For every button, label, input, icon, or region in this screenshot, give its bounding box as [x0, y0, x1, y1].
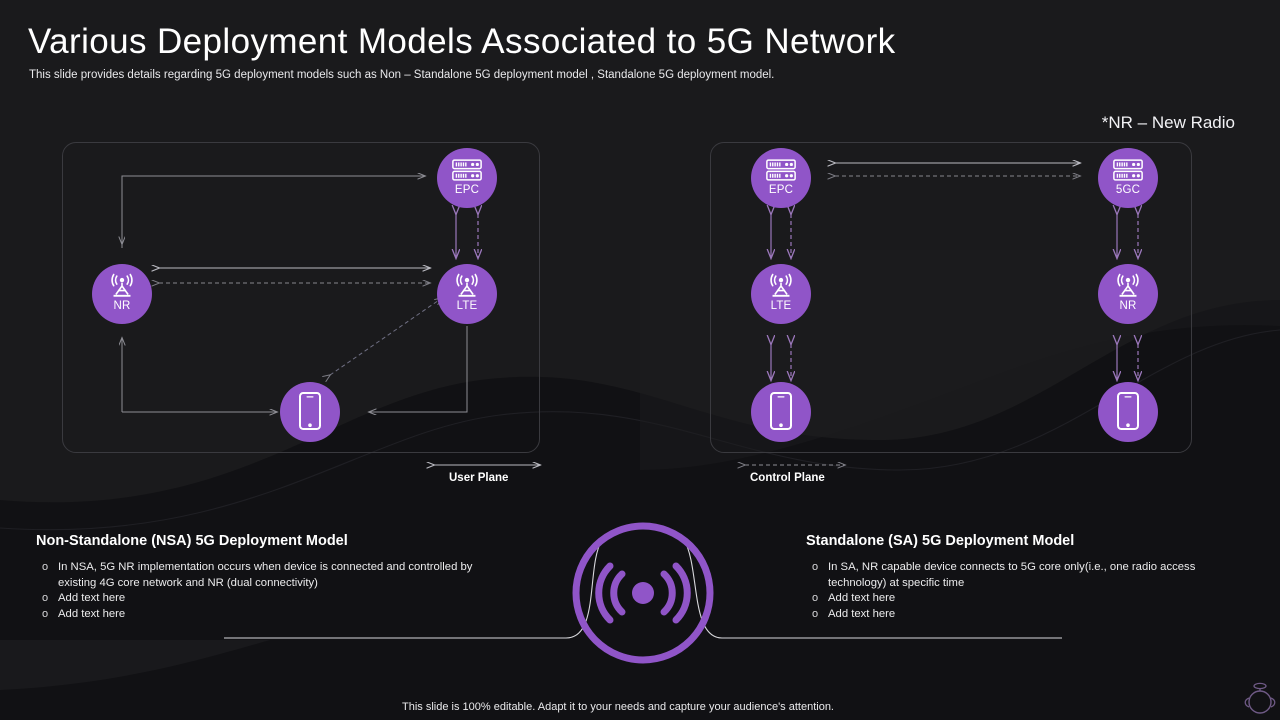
node-nr-left[interactable]: NR — [92, 264, 152, 324]
node-device-right-right[interactable] — [1098, 382, 1158, 442]
list-item: Add text here — [806, 591, 1221, 607]
node-label: NR — [113, 300, 131, 312]
footer-note: This slide is 100% editable. Adapt it to… — [402, 701, 834, 713]
node-device-right-left[interactable] — [751, 382, 811, 442]
nr-legend-note: *NR – New Radio — [1101, 113, 1235, 132]
server-icon — [452, 159, 482, 181]
server-icon — [1113, 159, 1143, 181]
user-plane-label: User Plane — [449, 472, 509, 484]
sa-diagram-panel — [710, 142, 1192, 453]
node-label: LTE — [770, 300, 792, 312]
node-epc-right[interactable]: EPC — [751, 148, 811, 208]
node-label: LTE — [456, 300, 478, 312]
node-lte-right[interactable]: LTE — [751, 264, 811, 324]
smartphone-icon — [1117, 392, 1139, 430]
node-5gc-right[interactable]: 5GC — [1098, 148, 1158, 208]
node-label: EPC — [454, 184, 480, 196]
sa-section-heading: Standalone (SA) 5G Deployment Model — [806, 533, 1075, 549]
antenna-icon — [1117, 273, 1139, 297]
antenna-icon — [111, 273, 133, 297]
antenna-icon — [770, 273, 792, 297]
node-nr-right[interactable]: NR — [1098, 264, 1158, 324]
list-item: In NSA, 5G NR implementation occurs when… — [36, 560, 486, 591]
smartphone-icon — [299, 392, 321, 430]
page-title: Various Deployment Models Associated to … — [28, 22, 896, 61]
control-plane-label: Control Plane — [750, 472, 825, 484]
node-lte-left[interactable]: LTE — [437, 264, 497, 324]
antenna-icon — [456, 273, 478, 297]
sa-bullet-list: In SA, NR capable device connects to 5G … — [806, 560, 1221, 622]
node-device-left[interactable] — [280, 382, 340, 442]
list-item: In SA, NR capable device connects to 5G … — [806, 560, 1221, 591]
smartphone-icon — [770, 392, 792, 430]
node-label: EPC — [768, 184, 794, 196]
node-label: NR — [1119, 300, 1137, 312]
brand-logo-icon — [1244, 682, 1276, 714]
list-item: Add text here — [806, 607, 1221, 623]
nsa-bullet-list: In NSA, 5G NR implementation occurs when… — [36, 560, 486, 622]
list-item: Add text here — [36, 591, 486, 607]
server-icon — [766, 159, 796, 181]
wireless-signal-emblem — [572, 522, 714, 664]
nsa-diagram-panel — [62, 142, 540, 453]
node-epc-left[interactable]: EPC — [437, 148, 497, 208]
page-subtitle: This slide provides details regarding 5G… — [29, 69, 775, 81]
node-label: 5GC — [1115, 184, 1141, 196]
nsa-section-heading: Non-Standalone (NSA) 5G Deployment Model — [36, 533, 348, 549]
list-item: Add text here — [36, 607, 486, 623]
